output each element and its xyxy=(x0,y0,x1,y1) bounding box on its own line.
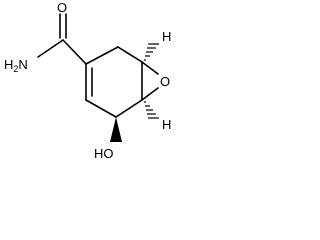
epoxide-oxygen-label: O xyxy=(160,74,170,89)
amide-nitrogen-label: H2N xyxy=(4,57,28,74)
bond-c-ring xyxy=(62,39,87,65)
bond-ring-c4-c5 xyxy=(115,99,143,118)
molecule-structure: O H2N O HO H H xyxy=(4,0,171,161)
bond-ring-c5-c6 xyxy=(85,99,117,118)
bond-epoxide-top xyxy=(141,61,159,75)
structure-canvas: O H2N O HO H H xyxy=(0,0,204,178)
wedge-bond-hydroxyl xyxy=(110,117,122,142)
bond-ring-c2-c3 xyxy=(117,46,143,63)
bond-c-n xyxy=(37,39,64,58)
stereo-h-bottom-label: H xyxy=(162,117,171,132)
carbonyl-oxygen-label: O xyxy=(57,0,67,15)
bond-ring-c1-c2 xyxy=(85,46,119,65)
bond-epoxide-bottom xyxy=(141,87,159,101)
hashed-bond-bottom xyxy=(144,101,159,119)
hashed-bond-top xyxy=(144,43,159,61)
stereo-h-top-label: H xyxy=(162,29,171,44)
hydroxyl-label: HO xyxy=(94,146,114,161)
